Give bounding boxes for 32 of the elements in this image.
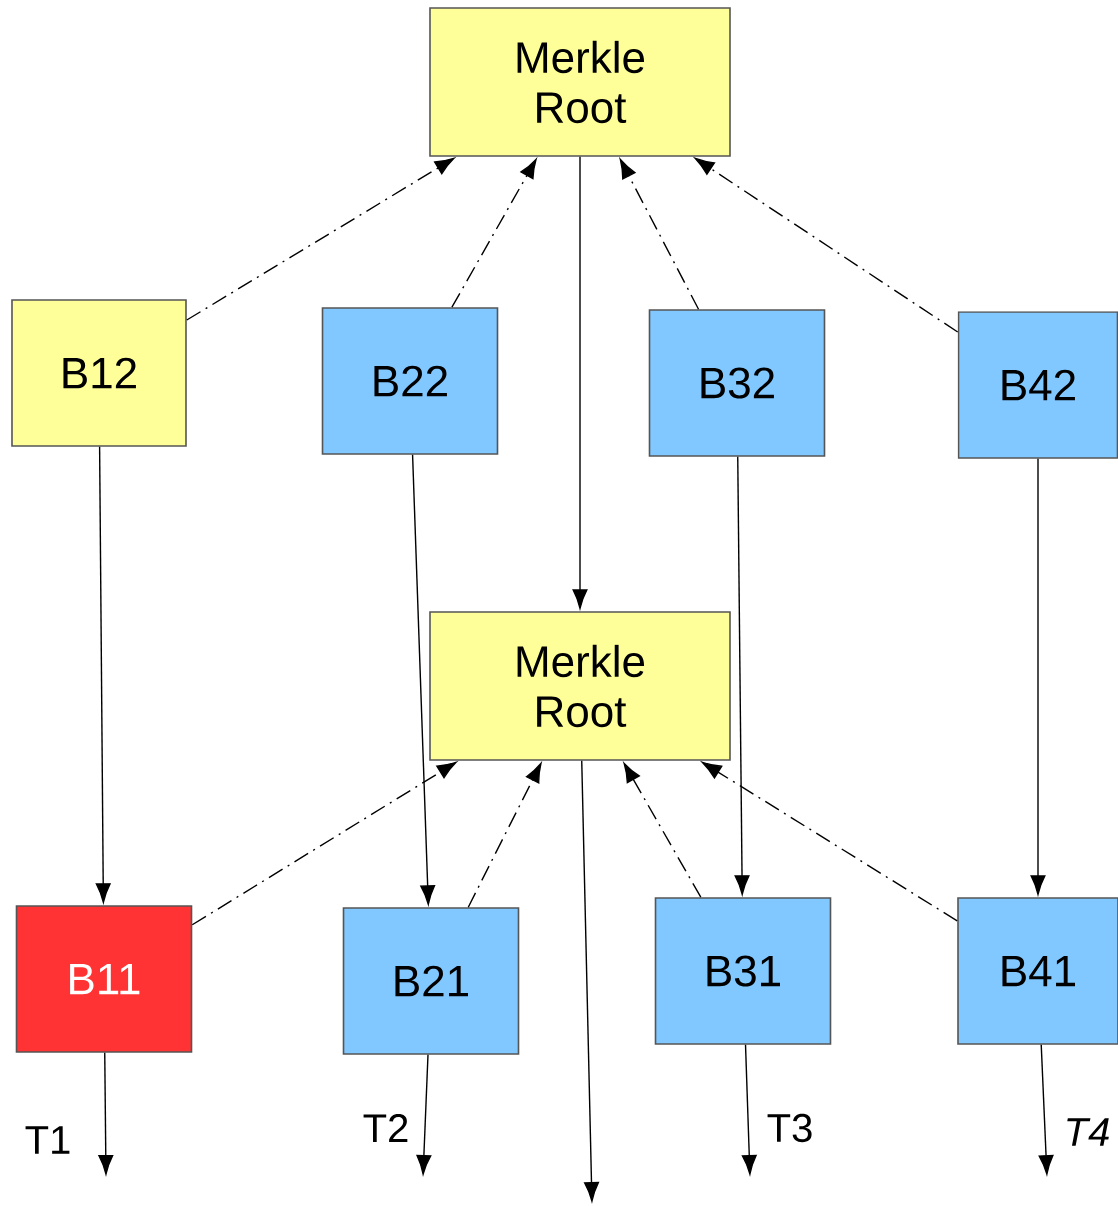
block-box: B11 [15, 905, 193, 1053]
arrow [572, 156, 588, 609]
arrow [734, 456, 750, 895]
block-box: B21 [342, 907, 520, 1055]
arrow [694, 157, 959, 333]
arrow [451, 158, 537, 308]
arrow [191, 761, 457, 926]
arrow [1030, 458, 1046, 895]
edge-label: T3 [764, 1111, 816, 1145]
edge-label: T2 [360, 1112, 412, 1144]
block-box: B42 [957, 311, 1118, 459]
arrow [186, 157, 455, 321]
arrow [581, 760, 599, 1202]
arrow [95, 446, 111, 903]
block-box: B31 [654, 897, 832, 1045]
arrow [701, 761, 958, 922]
arrow [623, 762, 702, 898]
block-box: B22 [321, 307, 499, 455]
root-box: Merkle Root [429, 7, 731, 157]
arrow [741, 1044, 757, 1175]
arrow [619, 158, 700, 310]
block-box: B32 [648, 309, 826, 457]
root-box: Merkle Root [429, 611, 731, 761]
arrow [416, 1054, 432, 1175]
arrow [98, 1052, 114, 1175]
arrow [411, 454, 436, 905]
edge-label: T4 [1061, 1116, 1113, 1148]
edge-label: T1 [22, 1124, 74, 1156]
arrow [467, 762, 542, 908]
arrow [1038, 1044, 1054, 1175]
block-box: B12 [11, 299, 187, 447]
block-box: B41 [957, 897, 1118, 1045]
